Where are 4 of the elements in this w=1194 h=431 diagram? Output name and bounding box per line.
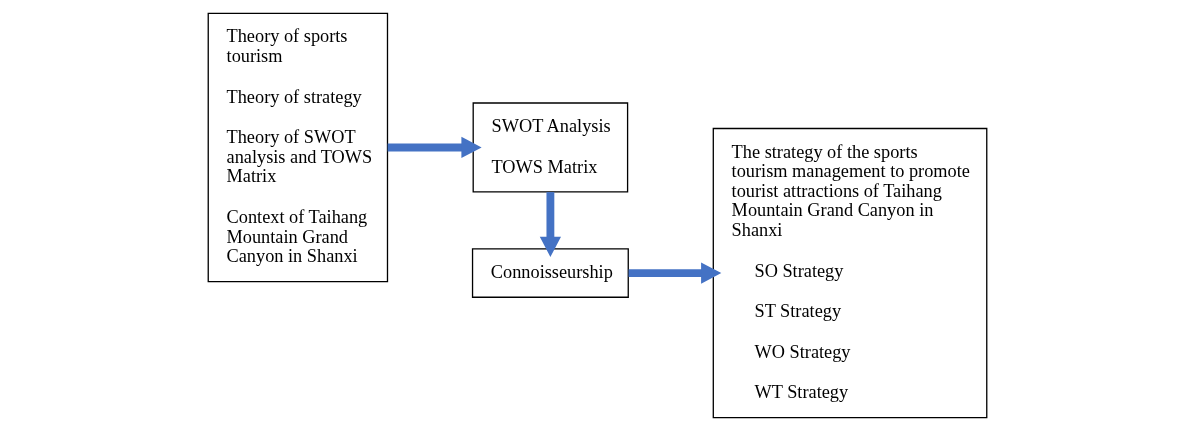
node-box: Theory of sports tourism Theory of strategy Theory of SWOT analysis and TOWS Matrix Context of Taihang Mountain Grand Canyon in Shanxi [207,12,388,283]
node-box: SWOT Analysis TOWS Matrix [472,102,628,193]
node-box: Connoisseurship [471,248,629,298]
node-box: The strategy of the sports tourism management to promote tourist attractions of Taihang Mountain Grand Canyon in Shanxi SO Strategy ST Strategy WO Strategy WT Strategy [712,127,987,419]
